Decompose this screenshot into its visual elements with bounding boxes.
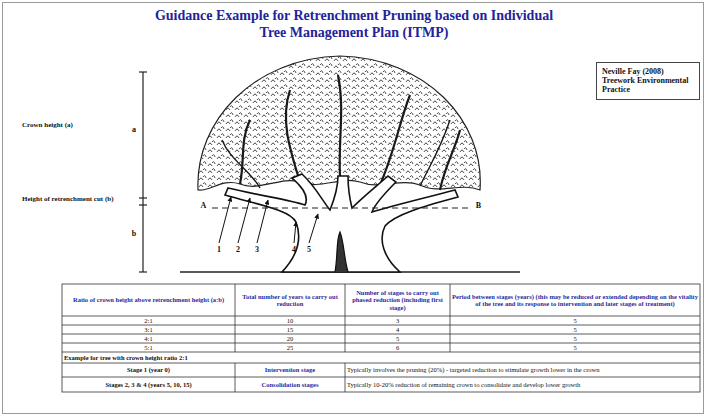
- table-cell: Intervention stage: [237, 366, 343, 373]
- callout-number: 5: [304, 246, 314, 255]
- table-cell: Stages 2, 3 & 4 (years 5, 10, 15): [64, 381, 233, 388]
- table-cell: Typically 10-20% reduction of remaining …: [347, 381, 698, 388]
- table-header: Number of stages to carry out phased red…: [347, 289, 448, 310]
- line-end-letter: B: [473, 202, 484, 211]
- table-cell: 5: [347, 335, 448, 342]
- table-cell: 6: [347, 344, 448, 351]
- tree-trunk: [225, 174, 458, 272]
- callout-number: 2: [233, 246, 243, 255]
- table-header: Period between stages (years) (this may …: [452, 293, 698, 307]
- table-cell: 2:1: [64, 317, 233, 324]
- tree-branches: [222, 75, 460, 190]
- table-cell: 25: [237, 344, 343, 351]
- callout-number: 4: [289, 246, 299, 255]
- table-header: Ratio of crown height above retrenchment…: [64, 296, 233, 303]
- table-header: Total number of years to carry out reduc…: [237, 293, 343, 307]
- pointer-arrows: [219, 197, 318, 243]
- table-cell: Consolidation stages: [237, 381, 343, 388]
- table-row-heading: Example for tree with crown height ratio…: [64, 354, 698, 361]
- table-cell: Stage 1 (year 0): [64, 366, 233, 373]
- axis-label: Crown height (a): [22, 122, 122, 130]
- table-cell: 10: [237, 317, 343, 324]
- table-cell: 4:1: [64, 335, 233, 342]
- dimension-letter: a: [129, 126, 139, 135]
- credit-text: Neville Fay (2008) Treework Environmenta…: [602, 67, 694, 95]
- diagram-title: Guidance Example for Retrenchment Prunin…: [154, 8, 554, 42]
- table-cell: 5: [452, 344, 698, 351]
- dimension-letter: b: [129, 230, 139, 239]
- retrenchment-line: [212, 207, 470, 208]
- callout-number: 1: [214, 246, 224, 255]
- table-grid: [62, 284, 700, 392]
- table-cell: Typically involves the pruning (20%) - t…: [347, 366, 698, 373]
- table-cell: 4: [347, 326, 448, 333]
- callout-number: 3: [252, 246, 262, 255]
- line-end-letter: A: [198, 202, 209, 211]
- axis-label: Height of retrenchment cut (b): [22, 196, 122, 204]
- table-cell: 20: [237, 335, 343, 342]
- table-cell: 3: [347, 317, 448, 324]
- table-cell: 5: [452, 335, 698, 342]
- trunk-cavity: [335, 232, 348, 272]
- tree-foliage: [198, 56, 480, 190]
- table-cell: 15: [237, 326, 343, 333]
- table-cell: 3:1: [64, 326, 233, 333]
- table-cell: 5: [452, 326, 698, 333]
- table-cell: 5:1: [64, 344, 233, 351]
- height-axis: [139, 72, 147, 272]
- credit-box: Neville Fay (2008) Treework Environmenta…: [596, 62, 700, 100]
- tree-canopy: [198, 56, 480, 190]
- table-cell: 5: [452, 317, 698, 324]
